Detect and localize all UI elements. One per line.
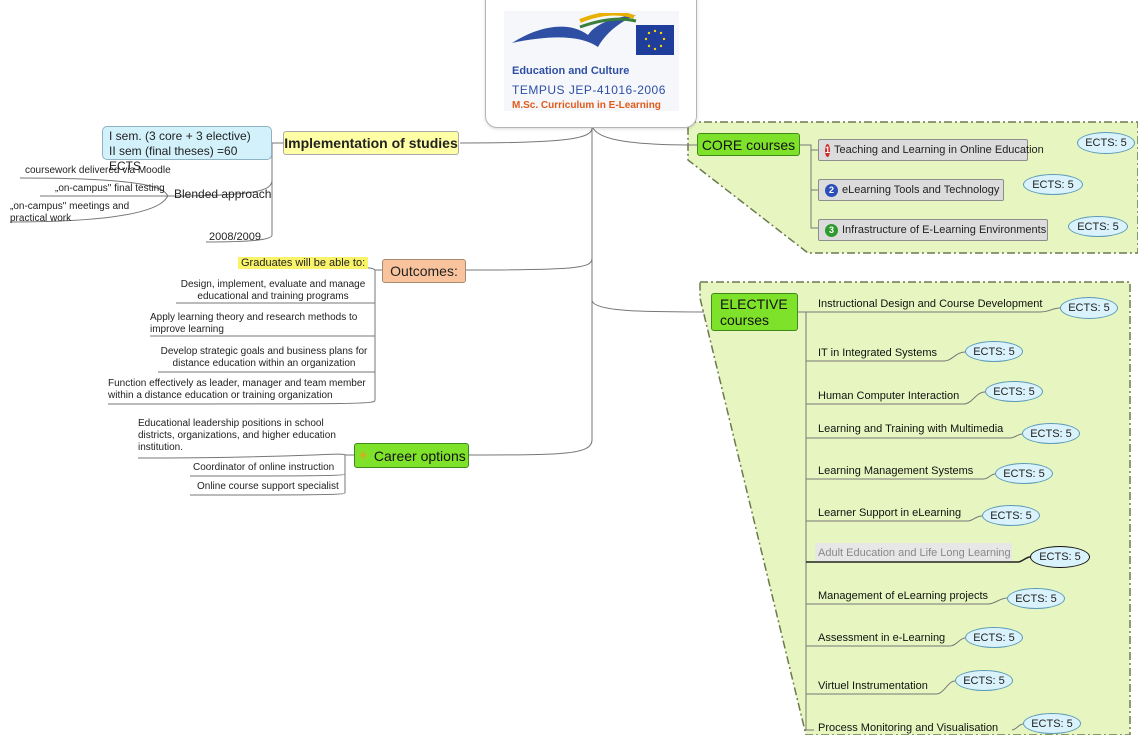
ects-badge-selected[interactable]: ECTS: 5 <box>1030 546 1090 568</box>
core-course-2-label: eLearning Tools and Technology <box>842 184 1000 196</box>
graduates-intro[interactable]: Graduates will be able to: <box>238 257 369 269</box>
elective-course-2[interactable]: IT in Integrated Systems <box>818 347 938 359</box>
swoosh-logo-icon <box>512 13 637 47</box>
elective-title-line-1: ELECTIVE <box>720 296 788 312</box>
blended-approach[interactable]: Blended approach <box>174 187 272 201</box>
elective-course-5[interactable]: Learning Management Systems <box>818 465 974 477</box>
career-item-1[interactable]: Educational leadership positions in scho… <box>138 418 336 453</box>
elective-course-6[interactable]: Learner Support in eLearning <box>818 507 962 519</box>
ects-badge[interactable]: ECTS: 5 <box>1023 174 1083 195</box>
semesters-line-1: I sem. (3 core + 3 elective) <box>109 129 251 143</box>
outcome-item-2[interactable]: Apply learning theory and research metho… <box>150 312 358 335</box>
elective-course-1[interactable]: Instructional Design and Course Developm… <box>818 298 1043 310</box>
number-3-icon: 3 <box>825 223 838 237</box>
logo-line-3: M.Sc. Curriculum in E-Learning <box>512 100 661 111</box>
tempus-logo-box: Education and Culture TEMPUS JEP-41016-2… <box>485 0 697 128</box>
ects-badge[interactable]: ECTS: 5 <box>1023 713 1081 734</box>
blended-item-2[interactable]: „on-campus" final testing <box>55 183 165 194</box>
ects-badge[interactable]: ECTS: 5 <box>982 505 1040 526</box>
core-courses-node[interactable]: CORE courses <box>697 133 800 156</box>
ects-badge[interactable]: ECTS: 5 <box>1077 132 1135 154</box>
outcomes-node[interactable]: Outcomes: <box>382 259 466 283</box>
number-2-icon: 2 <box>825 183 838 197</box>
core-course-1-label: Teaching and Learning in Online Educatio… <box>834 144 1044 156</box>
core-course-2[interactable]: 2 eLearning Tools and Technology <box>818 179 1004 201</box>
ects-badge[interactable]: ECTS: 5 <box>955 670 1013 691</box>
ects-badge[interactable]: ECTS: 5 <box>985 381 1043 402</box>
ects-badge[interactable]: ECTS: 5 <box>1007 588 1065 609</box>
career-options-label: Career options <box>373 447 466 464</box>
outcome-item-4[interactable]: Function effectively as leader, manager … <box>108 378 366 401</box>
ects-badge[interactable]: ECTS: 5 <box>995 463 1053 484</box>
number-1-icon: 1 <box>825 143 831 157</box>
elective-course-9[interactable]: Assessment in e-Learning <box>818 632 946 644</box>
outcome-item-3[interactable]: Develop strategic goals and business pla… <box>160 346 368 369</box>
elective-course-8[interactable]: Management of eLearning projects <box>818 590 988 602</box>
elective-title-line-2: courses <box>720 312 770 328</box>
ects-badge[interactable]: ECTS: 5 <box>1068 216 1128 237</box>
core-course-3-label: Infrastructure of E-Learning Environment… <box>842 224 1047 236</box>
elective-course-3[interactable]: Human Computer Interaction <box>818 390 960 402</box>
lightbulb-icon: ☀ <box>357 447 369 463</box>
elective-courses-node[interactable]: ELECTIVE courses <box>711 293 798 331</box>
ects-badge[interactable]: ECTS: 5 <box>1060 297 1118 319</box>
ects-badge[interactable]: ECTS: 5 <box>965 341 1023 362</box>
career-options-node[interactable]: ☀ Career options <box>354 443 469 468</box>
logo-line-1: Education and Culture <box>512 65 630 77</box>
semesters-line-2: II sem (final theses) =60 ECTS <box>109 144 238 173</box>
ects-badge[interactable]: ECTS: 5 <box>965 627 1023 648</box>
outcome-item-1[interactable]: Design, implement, evaluate and manage e… <box>180 279 366 302</box>
elective-course-10[interactable]: Virtuel Instrumentation <box>818 680 928 692</box>
blended-item-3[interactable]: „on-campus" meetings and practical work <box>10 201 130 224</box>
core-course-1[interactable]: 1 Teaching and Learning in Online Educat… <box>818 139 1044 161</box>
career-item-2[interactable]: Coordinator of online instruction <box>193 462 335 473</box>
elective-course-4[interactable]: Learning and Training with Multimedia <box>818 423 1004 435</box>
career-item-3[interactable]: Online course support specialist <box>197 481 339 492</box>
core-course-3[interactable]: 3 Infrastructure of E-Learning Environme… <box>818 219 1048 241</box>
implementation-node[interactable]: Implementation of studies <box>283 131 459 155</box>
year-label[interactable]: 2008/2009 <box>209 231 261 243</box>
ects-badge[interactable]: ECTS: 5 <box>1022 423 1080 444</box>
semesters-box[interactable]: I sem. (3 core + 3 elective) II sem (fin… <box>102 126 272 173</box>
blended-item-1[interactable]: coursework delivered via Moodle <box>25 165 171 176</box>
eu-flag-icon <box>636 25 674 55</box>
logo-line-2: TEMPUS JEP-41016-2006 <box>512 83 666 97</box>
elective-course-7[interactable]: Adult Education and Life Long Learning <box>818 547 1011 559</box>
elective-course-11[interactable]: Process Monitoring and Visualisation <box>818 722 999 734</box>
